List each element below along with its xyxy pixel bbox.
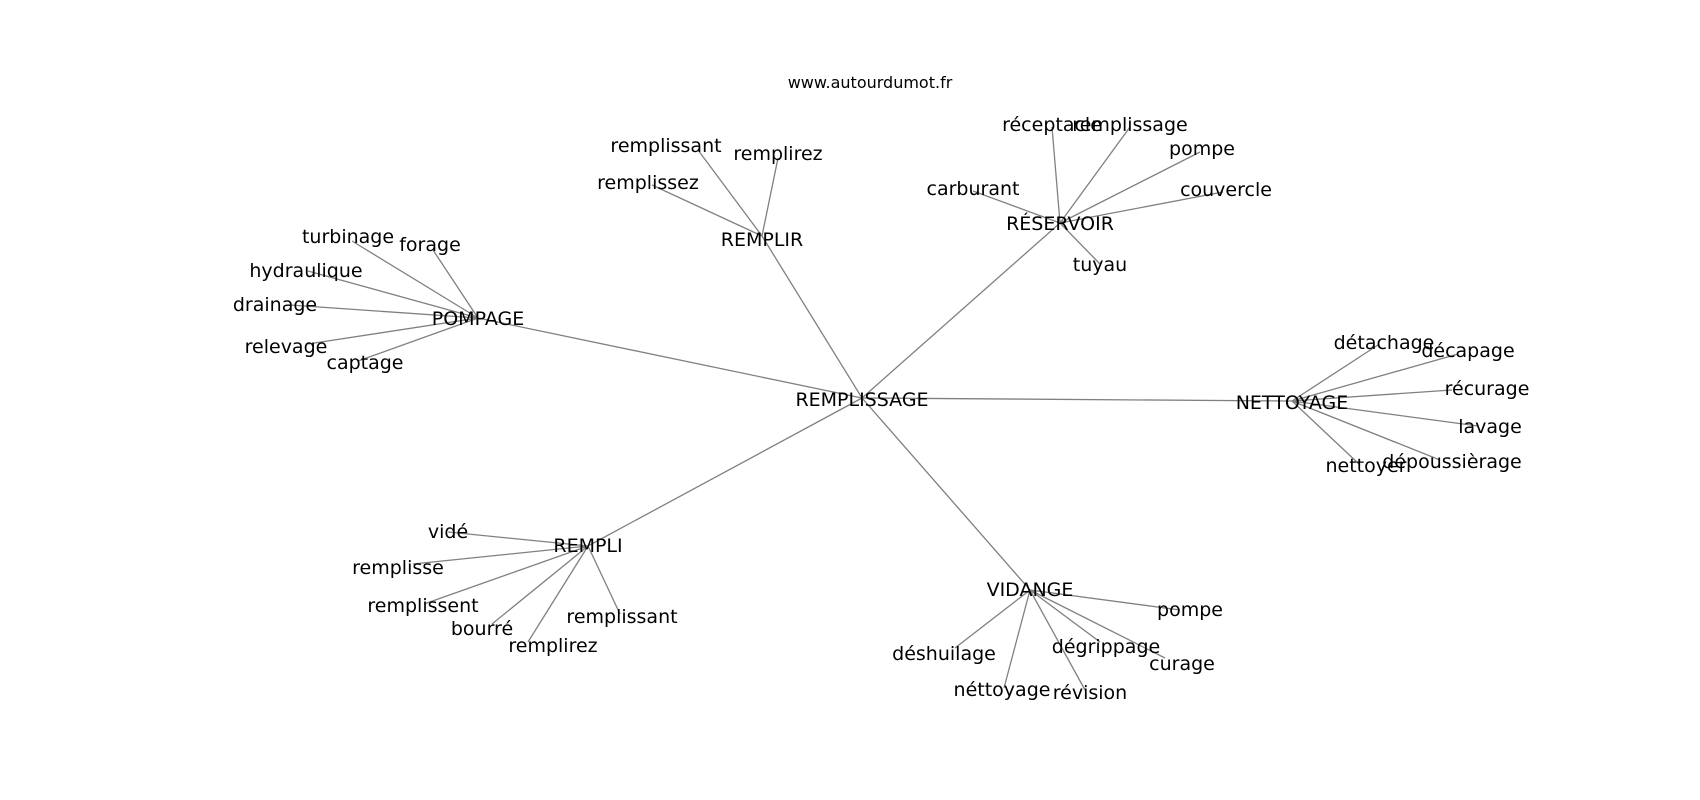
leaf-edge xyxy=(357,317,479,362)
leaf-edge xyxy=(1029,589,1181,611)
hub-edge xyxy=(861,222,1061,399)
leaf-edge xyxy=(761,157,779,237)
leaf-edge xyxy=(972,190,1061,224)
leaf-node: remplirez xyxy=(508,635,597,657)
leaf-node: vidé xyxy=(428,521,468,543)
leaf-node: turbinage xyxy=(302,226,394,248)
leaf-edge xyxy=(307,317,479,345)
leaf-node: révision xyxy=(1053,682,1127,704)
leaf-edge xyxy=(423,545,589,605)
leaf-node: lavage xyxy=(1458,416,1522,438)
leaf-edge xyxy=(954,589,1031,649)
leaf-node: drainage xyxy=(233,294,317,316)
leaf-node: remplissant xyxy=(610,135,721,157)
leaf-edge xyxy=(1051,126,1061,224)
leaf-edge xyxy=(491,545,589,625)
leaf-node: pompe xyxy=(1169,138,1235,160)
leaf-node: forage xyxy=(399,234,461,256)
leaf-edge xyxy=(587,545,621,615)
leaf-edge xyxy=(651,184,763,237)
hub-edge xyxy=(861,397,1293,402)
leaf-node: réceptacle xyxy=(1002,114,1102,136)
leaf-edge xyxy=(447,531,589,547)
leaf-node: dégrippage xyxy=(1052,636,1160,658)
leaf-node: captage xyxy=(327,352,404,374)
leaf-edge xyxy=(1291,353,1459,402)
leaf-node: relevage xyxy=(245,336,328,358)
leaf-node: déshuilage xyxy=(892,643,996,665)
hub-node: NETTOYAGE xyxy=(1236,392,1349,414)
hub-edge xyxy=(477,317,863,399)
leaf-edge xyxy=(289,304,479,319)
leaf-edge xyxy=(1059,191,1224,224)
leaf-node: décapage xyxy=(1421,340,1514,362)
leaf-edge xyxy=(1003,589,1031,689)
leaf-edge xyxy=(697,149,763,237)
leaf-node: remplissage xyxy=(1072,114,1187,136)
leaf-edge xyxy=(432,249,479,319)
source-label: www.autourdumot.fr xyxy=(788,73,953,92)
leaf-node: remplissez xyxy=(597,172,699,194)
leaf-edge xyxy=(1059,222,1101,265)
leaf-edge xyxy=(412,545,589,565)
center-node: REMPLISSAGE xyxy=(795,389,928,411)
leaf-edge xyxy=(1291,389,1453,402)
leaf-node: remplisse xyxy=(352,557,444,579)
graph-edges xyxy=(289,126,1479,691)
leaf-node: hydraulique xyxy=(249,260,362,282)
leaf-node: dépoussièrage xyxy=(1382,451,1521,473)
hub-edge xyxy=(861,397,1031,591)
leaf-node: remplissent xyxy=(367,595,478,617)
leaf-edge xyxy=(1291,344,1379,402)
hub-node: RÉSERVOIR xyxy=(1006,212,1114,235)
leaf-edge xyxy=(1291,400,1479,427)
hub-node: REMPLIR xyxy=(721,229,803,251)
leaf-edge xyxy=(1291,400,1361,466)
hub-edge xyxy=(587,397,863,547)
leaf-node: remplissant xyxy=(566,606,677,628)
graph-labels: www.autourdumot.fr REMPLISSAGE remplissa… xyxy=(233,73,1530,704)
leaf-node: néttoyage xyxy=(954,679,1051,701)
leaf-node: détachage xyxy=(1334,332,1435,354)
leaf-edge xyxy=(527,545,589,643)
hub-node: POMPAGE xyxy=(432,308,524,330)
hub-edge xyxy=(761,235,863,399)
leaf-edge xyxy=(1029,589,1166,659)
leaf-node: pompe xyxy=(1157,599,1223,621)
leaf-node: nettoyer xyxy=(1325,455,1406,477)
leaf-node: couvercle xyxy=(1180,179,1272,201)
leaf-edge xyxy=(1059,126,1131,224)
leaf-edge xyxy=(351,240,479,319)
leaf-node: remplirez xyxy=(733,143,822,165)
leaf-edge xyxy=(1029,589,1086,691)
leaf-edge xyxy=(1029,589,1101,643)
leaf-node: récurage xyxy=(1445,378,1530,400)
leaf-node: tuyau xyxy=(1073,254,1127,276)
leaf-edge xyxy=(307,270,479,319)
leaf-edge xyxy=(1291,400,1441,461)
leaf-node: bourré xyxy=(451,618,513,640)
leaf-edge xyxy=(1059,151,1201,224)
hub-node: VIDANGE xyxy=(987,579,1074,601)
hub-node: REMPLI xyxy=(553,535,622,557)
leaf-node: carburant xyxy=(927,178,1020,200)
leaf-node: curage xyxy=(1149,653,1215,675)
